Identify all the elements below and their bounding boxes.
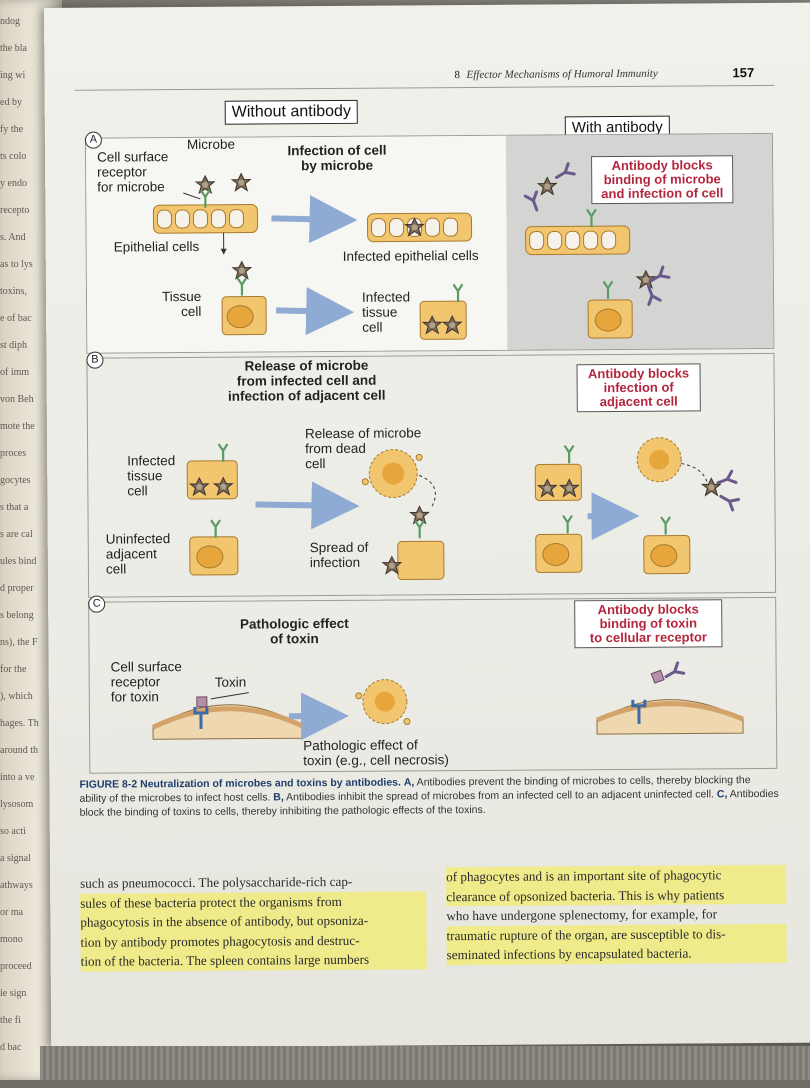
label-line: for toxin: [111, 689, 182, 704]
figure-caption: FIGURE 8-2 Neutralization of microbes an…: [79, 773, 779, 820]
neutralized-microbe-icon: [525, 164, 574, 212]
epithelial-cell-row: [153, 205, 257, 234]
caption-part-b: Antibodies inhibit the spread of microbe…: [286, 788, 714, 803]
panel-b-letter: B: [86, 352, 103, 369]
label-line: cell: [305, 455, 421, 471]
toxin-label: Toxin: [215, 675, 247, 690]
label-line: tissue: [127, 468, 175, 483]
down-arrow-head: [221, 249, 227, 255]
tissue-cell: [222, 296, 266, 334]
caption-letter-a: A,: [404, 776, 415, 788]
caption-letter-b: B,: [273, 791, 284, 803]
body-line-highlighted: traumatic rupture of the organ, are susc…: [446, 923, 786, 945]
body-left-column: such as pneumococci. The polysaccharide-…: [80, 871, 427, 971]
label-line: receptor: [111, 674, 182, 689]
panel-b-title: Release of microbe from infected cell an…: [196, 357, 416, 404]
body-line: who have undergone splenectomy, for exam…: [446, 904, 786, 926]
panel-b-title-line: Release of microbe: [196, 357, 416, 374]
body-right-column: of phagocytes and is an important site o…: [446, 865, 787, 965]
panel-c-letter: C: [88, 596, 105, 613]
receptor-icon: [238, 279, 246, 295]
panel-c-title-line: of toxin: [224, 631, 364, 647]
panel-b-title-line: infection of adjacent cell: [197, 387, 417, 404]
neutralized-microbe-icon: [637, 267, 669, 305]
microbe-icon: [233, 262, 251, 279]
caption-line: to cellular receptor: [578, 630, 718, 645]
infected-tissue-label-b: Infected tissue cell: [127, 453, 175, 498]
label-line: Infected: [127, 453, 175, 468]
body-line-highlighted: sules of these bacteria protect the orga…: [80, 891, 426, 913]
body-line-highlighted: clearance of opsonized bacteria. This is…: [446, 884, 786, 906]
bottom-fabric-strip: [40, 1046, 810, 1080]
caption-letter-c: C,: [717, 788, 728, 800]
body-line-highlighted: of phagocytes and is an important site o…: [446, 865, 786, 887]
microbe-icon: [232, 174, 250, 191]
label-line: cell: [106, 561, 171, 576]
label-line: Spread of: [310, 540, 369, 555]
panel-b-title-line: from infected cell and: [197, 372, 417, 389]
release-microbe-label: Release of microbe from dead cell: [305, 425, 422, 471]
body-line-highlighted: seminated infections by encapsulated bac…: [447, 943, 787, 965]
book-page: 8 Effector Mechanisms of Humoral Immunit…: [44, 3, 810, 1048]
body-line-highlighted: phagocytosis in the absence of antibody,…: [80, 910, 426, 932]
panel-c-antibody-caption: Antibody blocks binding of toxin to cell…: [574, 599, 722, 648]
panel-c-title-line: Pathologic effect: [224, 616, 364, 632]
label-line: cell: [127, 483, 175, 498]
microbe-icon: [196, 176, 214, 193]
infected-epithelial-row: [367, 213, 471, 242]
protected-tissue-cell: [588, 282, 632, 338]
label-line: Uninfected: [106, 531, 171, 546]
body-line: such as pneumococci. The polysaccharide-…: [80, 871, 426, 893]
body-line-highlighted: tion of the bacteria. The spleen contain…: [81, 949, 427, 971]
label-line: from dead: [305, 440, 421, 456]
figure-label: FIGURE 8-2: [79, 778, 137, 790]
blocked-epithelial-row: [525, 210, 629, 255]
label-line: Cell surface: [111, 659, 182, 674]
label-line: infection: [310, 555, 369, 570]
infected-tissue-cell: [420, 285, 466, 339]
label-line: adjacent: [106, 546, 171, 561]
label-line: Pathologic effect of: [303, 737, 449, 753]
spread-infection-label: Spread of infection: [310, 540, 369, 570]
arrow-icon: [276, 310, 342, 312]
panel-b-antibody-caption: Antibody blocks infection of adjacent ce…: [577, 363, 701, 412]
pathologic-effect-label: Pathologic effect of toxin (e.g., cell n…: [303, 737, 449, 768]
arrow-icon: [271, 218, 345, 221]
panel-c-title: Pathologic effect of toxin: [224, 616, 364, 647]
receptor-leader-line: [183, 193, 200, 199]
uninfected-adjacent-label: Uninfected adjacent cell: [106, 531, 171, 576]
label-line: Release of microbe: [305, 425, 421, 441]
toxin-receptor-label: Cell surface receptor for toxin: [111, 659, 183, 704]
body-line-highlighted: tion by antibody promotes phagocytosis a…: [80, 930, 426, 952]
figure-title: Neutralization of microbes and toxins by…: [140, 777, 401, 791]
caption-line: adjacent cell: [581, 394, 697, 409]
label-line: toxin (e.g., cell necrosis): [303, 752, 449, 768]
